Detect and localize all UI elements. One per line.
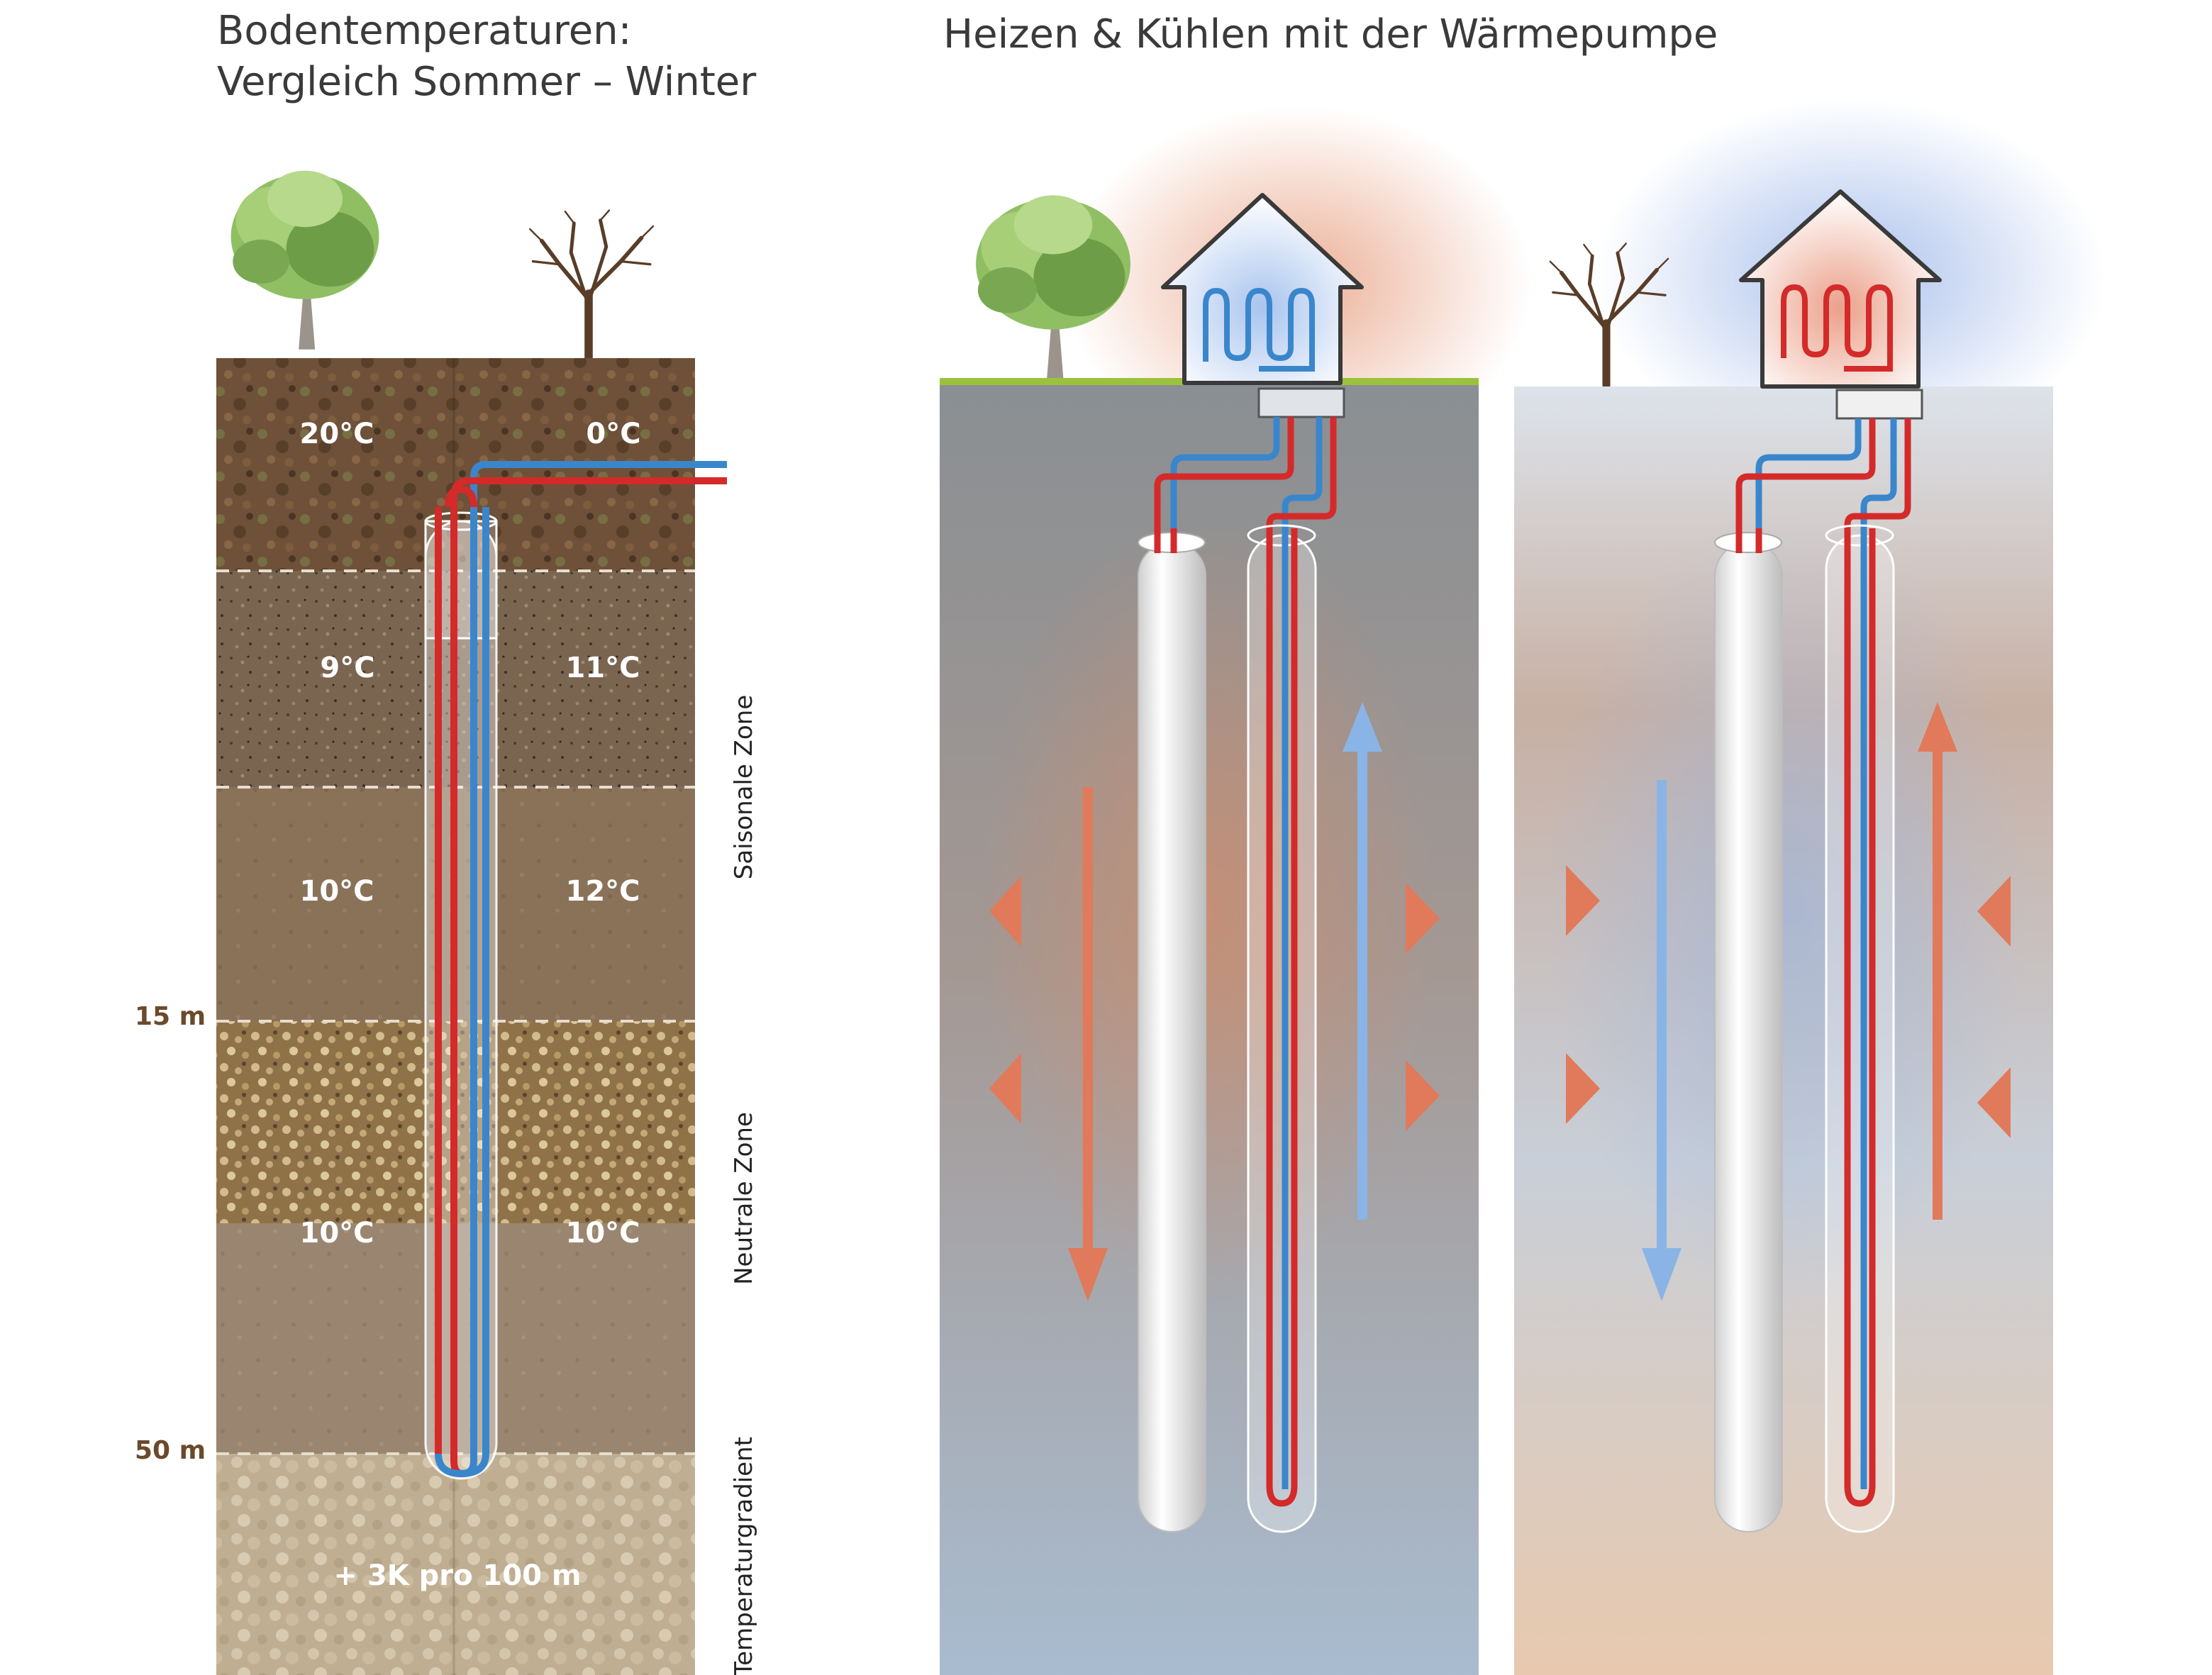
borehole-probe-icon	[424, 461, 727, 1480]
depth-marker-15m: 15 m	[135, 1002, 206, 1031]
borehole-probe-icon	[1825, 524, 1895, 1533]
depth-marker-50m: 50 m	[135, 1436, 206, 1465]
temp-winter-1: 0°C	[586, 418, 640, 450]
flow-arrow-up-warm	[1918, 702, 1957, 1220]
temperature-gradient-label: + 3K pro 100 m	[333, 1559, 581, 1592]
zone-label-seasonal: Saisonale Zone	[730, 695, 758, 880]
temp-summer-3: 10°C	[299, 875, 374, 908]
borehole-probe-icon	[1138, 528, 1206, 1532]
cooling-panel	[940, 106, 1532, 1675]
house-icon	[1161, 193, 1364, 418]
heat-transfer-arrows	[989, 876, 1440, 1131]
flow-arrow-up-cool	[1343, 702, 1382, 1220]
bare-tree-icon	[530, 211, 653, 358]
left-title-line1: Bodentemperaturen:	[217, 8, 632, 54]
heat-pump-icon	[1835, 389, 1923, 420]
temp-winter-3b: 12°C	[565, 875, 640, 908]
temp-summer-1: 20°C	[299, 418, 374, 450]
left-title-line2: Vergleich Sommer – Winter	[217, 59, 757, 105]
flow-arrow-down-warm	[1068, 787, 1108, 1301]
soil-profile-panel: 20°C 0°C 9°C 11°C 10°C 12°C 10°C 10°C + …	[135, 170, 758, 1675]
temp-winter-2: 11°C	[565, 652, 640, 684]
zone-label-neutral: Neutrale Zone	[730, 1112, 758, 1285]
temp-summer-4: 10°C	[299, 1217, 374, 1250]
right-title: Heizen & Kühlen mit der Wärmepumpe	[943, 11, 1718, 57]
temp-summer-2: 9°C	[320, 652, 374, 684]
heating-panel	[1514, 99, 2106, 1675]
heat-transfer-arrows	[1566, 865, 2011, 1138]
borehole-probe-icon	[1247, 524, 1317, 1533]
zone-label-gradient: Temperaturgradient	[730, 1437, 758, 1675]
house-icon	[1739, 189, 1942, 420]
soil-layer-6	[216, 1454, 695, 1675]
deciduous-tree-icon	[230, 170, 379, 350]
borehole-probe-icon	[1714, 528, 1783, 1532]
heat-pump-icon	[1257, 387, 1345, 418]
temp-winter-4: 10°C	[565, 1217, 640, 1250]
flow-arrow-down-cool	[1642, 780, 1682, 1301]
